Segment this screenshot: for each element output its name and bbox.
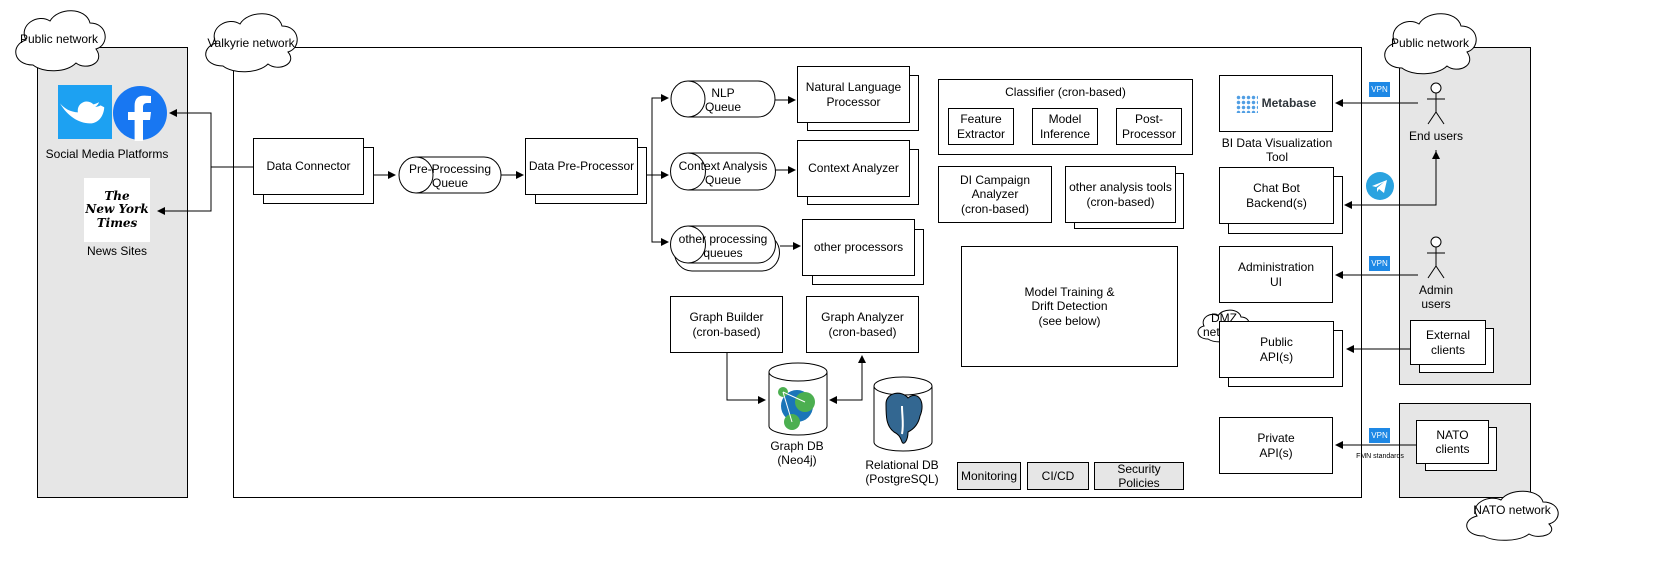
- private-api: Private API(s): [1219, 417, 1333, 474]
- nlp-queue-icon: [670, 80, 776, 118]
- cloud-icon: [1466, 490, 1559, 541]
- cloud-icon: [15, 10, 106, 72]
- metabase-logo: Metabase: [1261, 96, 1317, 111]
- public-network-left-label: Public network: [19, 32, 99, 46]
- other-processors: other processors: [802, 219, 915, 276]
- data-connector: Data Connector: [253, 138, 364, 195]
- nyt-logo: The New York Times: [84, 178, 150, 242]
- public-network-right-label: Public network: [1390, 36, 1470, 50]
- admin-users-label: Admin users: [1418, 283, 1453, 312]
- bi-tool-box: Metabase: [1219, 75, 1333, 132]
- chatbot-backend: Chat Bot Backend(s): [1219, 167, 1334, 224]
- external-clients: External clients: [1410, 320, 1486, 365]
- monitoring-box: Monitoring: [957, 462, 1021, 490]
- fmn-standards-label: FMN standards: [1356, 453, 1404, 460]
- vpn-badge: VPN: [1369, 256, 1390, 271]
- postgresql-icon: [873, 376, 933, 452]
- graph-db-icon: [768, 362, 828, 436]
- nlp-processor: Natural Language Processor: [797, 66, 910, 123]
- bi-tool-label: BI Data Visualization Tool: [1221, 136, 1333, 165]
- vpn-badge: VPN: [1369, 82, 1390, 97]
- di-campaign-analyzer: DI Campaign Analyzer (cron-based): [938, 166, 1052, 223]
- admin-ui: Administration UI: [1219, 246, 1333, 303]
- preprocessing-queue: Pre-Processing Queue: [408, 162, 492, 191]
- metabase-logo-icon: [1235, 94, 1258, 113]
- model-inference: Model Inference: [1032, 108, 1098, 145]
- news-sites-label: News Sites: [86, 244, 148, 258]
- data-preprocessor: Data Pre-Processor: [525, 138, 638, 195]
- vpn-badge: VPN: [1369, 428, 1390, 443]
- context-queue-icon: [670, 152, 776, 191]
- graph-builder: Graph Builder (cron-based): [670, 296, 783, 353]
- security-policies-box: Security Policies: [1094, 462, 1184, 490]
- graph-db-label: Graph DB (Neo4j): [770, 439, 824, 468]
- facebook-icon: [113, 86, 167, 141]
- nato-clients: NATO clients: [1416, 420, 1489, 464]
- relational-db-label: Relational DB (PostgreSQL): [865, 458, 939, 487]
- cloud-icon: [205, 13, 298, 73]
- valkyrie-network-label: Valkyrie network: [207, 36, 295, 50]
- end-users-label: End users: [1408, 129, 1464, 143]
- context-queue: Context Analysis Queue: [678, 159, 768, 188]
- twitter-icon: [58, 85, 112, 139]
- graph-analyzer: Graph Analyzer (cron-based): [806, 296, 919, 353]
- cicd-box: CI/CD: [1027, 462, 1089, 490]
- context-analyzer: Context Analyzer: [797, 140, 910, 197]
- telegram-icon: [1366, 172, 1394, 200]
- other-queues-icon: [670, 225, 780, 272]
- feature-extractor: Feature Extractor: [948, 108, 1014, 145]
- public-api: Public API(s): [1219, 321, 1334, 378]
- preprocessing-queue-icon: [398, 156, 502, 194]
- post-processor: Post- Processor: [1116, 108, 1182, 145]
- other-analysis-tools: other analysis tools (cron-based): [1065, 166, 1176, 223]
- social-media-label: Social Media Platforms: [45, 147, 169, 161]
- other-queues: other processing queues: [678, 232, 768, 261]
- model-training: Model Training & Drift Detection (see be…: [961, 246, 1178, 367]
- cloud-icon: [1384, 13, 1477, 75]
- nlp-queue: NLP Queue: [704, 86, 742, 115]
- nato-network-label: NATO network: [1473, 503, 1551, 517]
- classifier-title: Classifier (cron-based): [1005, 85, 1126, 99]
